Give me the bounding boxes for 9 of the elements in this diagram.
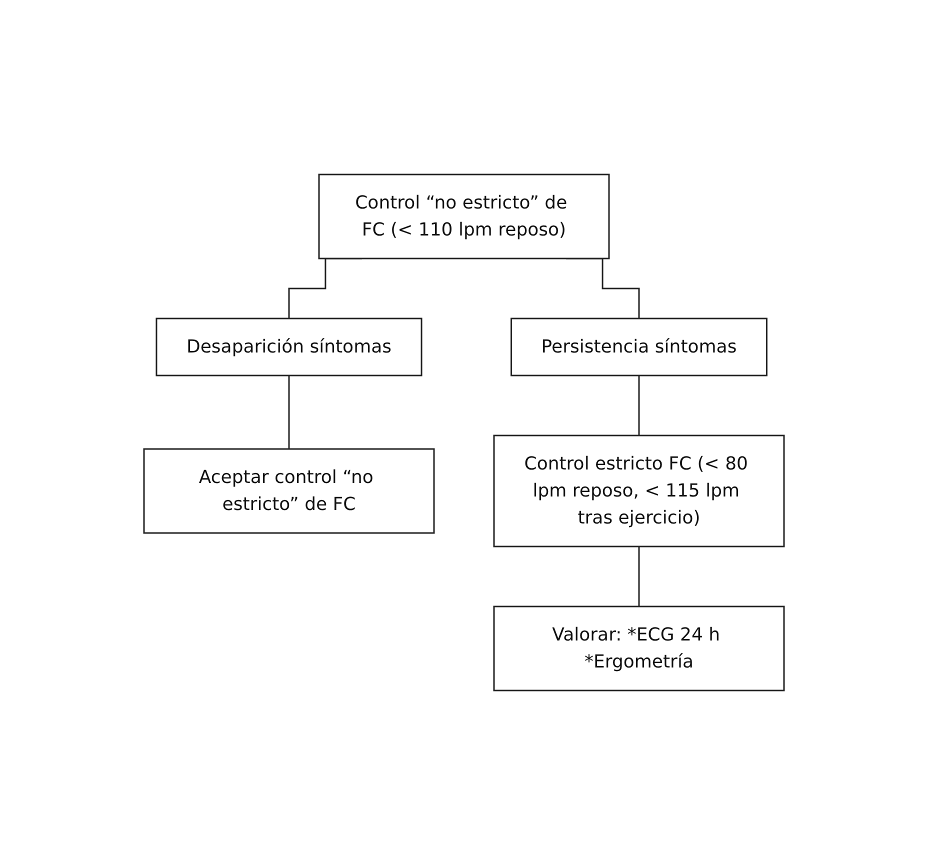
- node-box: Desaparición síntomas: [156, 318, 422, 376]
- connector: [638, 374, 640, 436]
- node-box: Persistencia síntomas: [510, 318, 768, 376]
- node-box: Control estricto FC (< 80 lpm reposo, < 115 lpm tras ejercicio): [493, 434, 785, 548]
- connector: [288, 374, 290, 450]
- node-box: Valorar: *ECG 24 h *Ergometría: [493, 606, 785, 692]
- node-box: Aceptar control “no estricto” de FC: [143, 448, 435, 534]
- node-box: Control “no estricto” de FC (< 110 lpm reposo): [318, 174, 610, 260]
- connector: [638, 546, 640, 608]
